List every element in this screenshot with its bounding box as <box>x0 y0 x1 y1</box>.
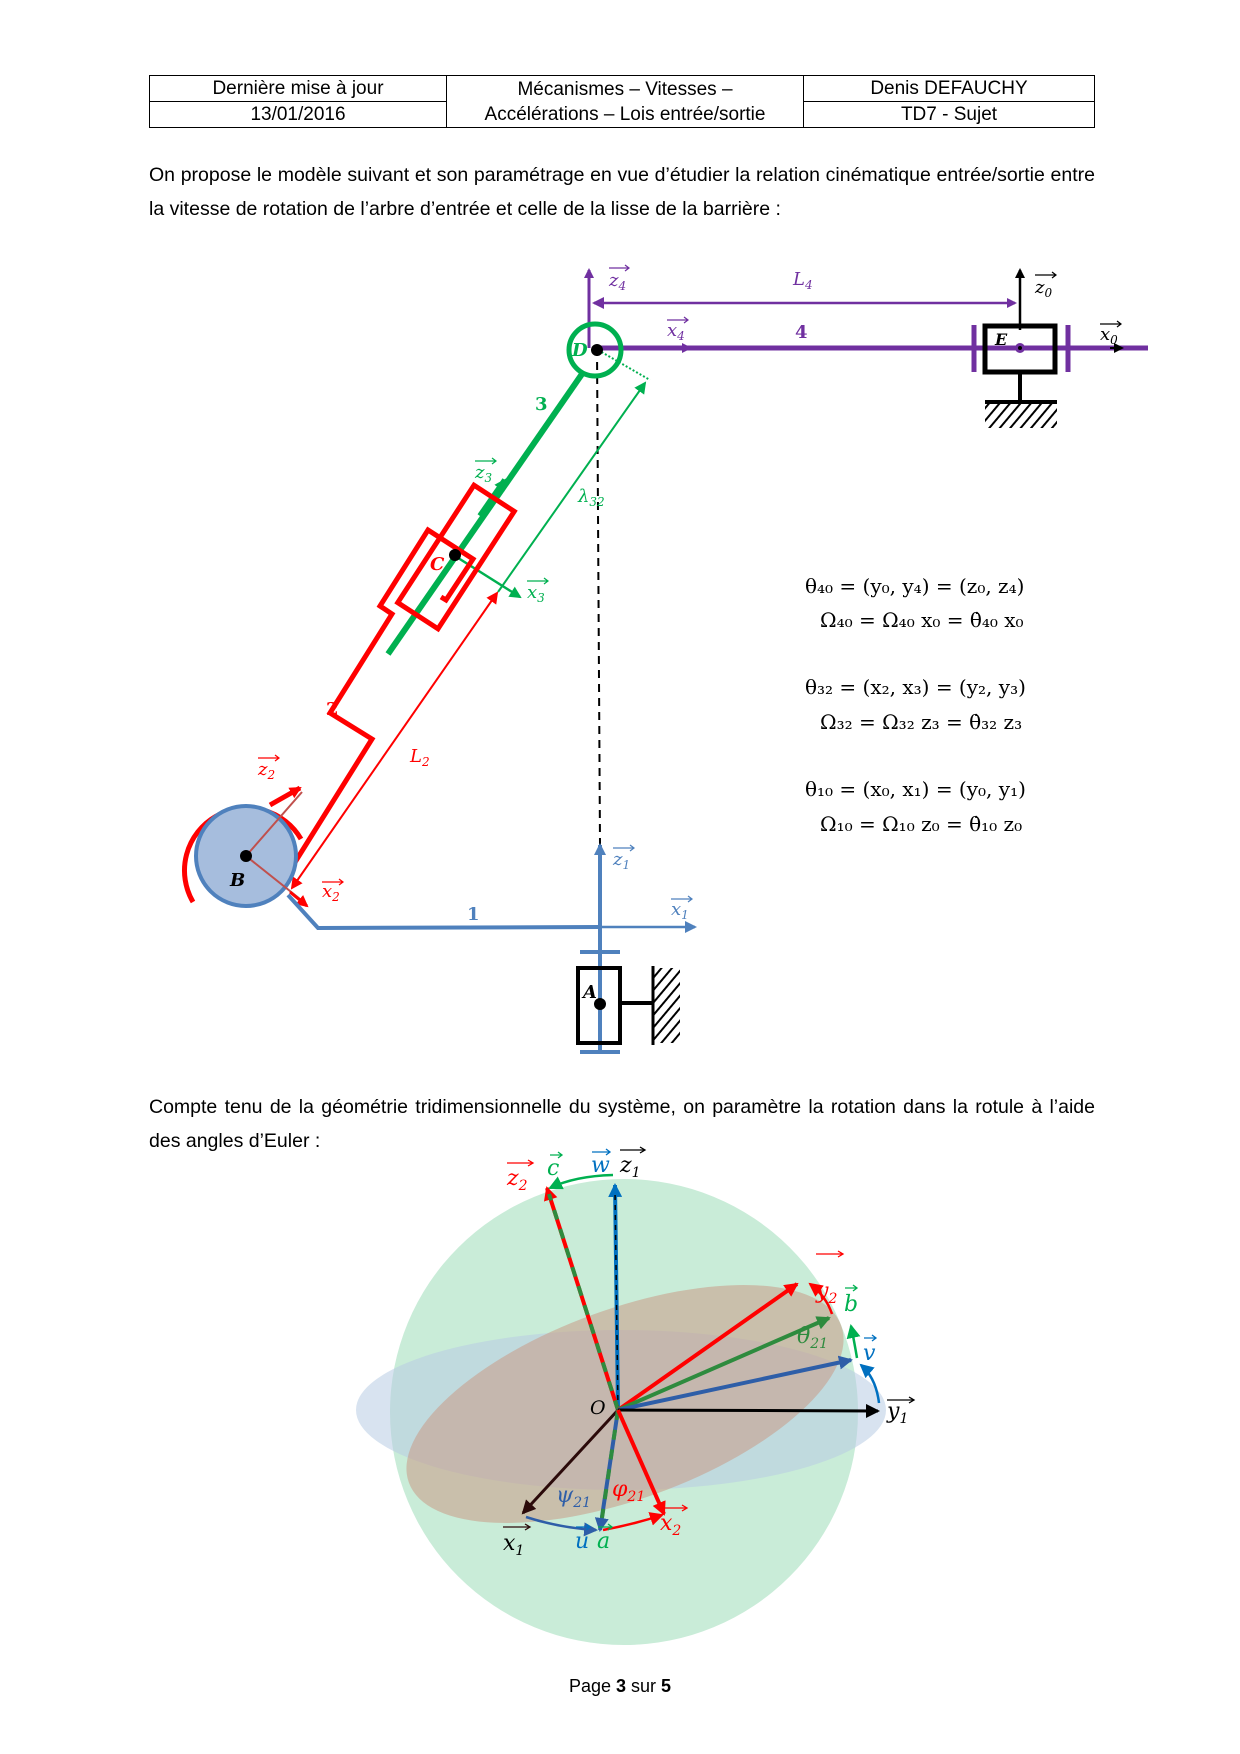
update-date: 13/01/2016 <box>149 101 447 128</box>
z4-label: z4 <box>608 270 626 293</box>
footer-prefix: Page <box>568 1676 616 1696</box>
arc-theta21 <box>846 1324 861 1359</box>
point-A-label: A <box>581 982 597 1003</box>
x2-label: x2 <box>660 1511 681 1539</box>
y2-vector <box>616 1282 799 1412</box>
u-label: u <box>575 1529 589 1554</box>
z1-w-vector <box>608 1183 623 1411</box>
L4-label: L4 <box>792 269 813 292</box>
v-label: v <box>863 1341 876 1366</box>
point-E-label: E <box>994 330 1008 349</box>
plane-x1y1 <box>356 1330 886 1490</box>
a-label: a <box>597 1529 610 1554</box>
eq-omega40: Ω₄₀ = Ω₄₀ x₀ = θ̇₄₀ x₀ <box>820 608 1024 632</box>
b-label: b <box>844 1292 858 1317</box>
doc-title-line1: Mécanismes – Vitesses – <box>517 78 733 100</box>
x1-vector <box>521 1408 620 1515</box>
header-table: Dernière mise à jour Mécanismes – Vitess… <box>149 75 1095 128</box>
spherical-joint-D <box>566 321 624 379</box>
z1-label: z1 <box>612 849 630 872</box>
eq-omega32: Ω₃₂ = Ω₃₂ z₃ = θ̇₃₂ z₃ <box>820 710 1023 734</box>
page-number: 3 <box>616 1676 627 1696</box>
v-vector <box>617 1355 853 1412</box>
intro-paragraph: On propose le modèle suivant et son para… <box>149 164 1095 220</box>
arc-y1-to-v <box>859 1363 881 1404</box>
z3-label: z3 <box>474 462 492 485</box>
psi21-label: ψ21 <box>556 1483 591 1511</box>
plane-x2y2 <box>406 1285 844 1523</box>
z2-c-vector <box>543 1186 620 1411</box>
lambda32-dimension <box>497 381 647 593</box>
part2-slider <box>289 526 477 869</box>
eq-omega10: Ω₁₀ = Ω₁₀ z₀ = θ̇₁₀ z₀ <box>820 812 1023 836</box>
last-update-label: Dernière mise à jour <box>149 75 447 102</box>
arc-psi21 <box>525 1515 598 1537</box>
z2-label: z2 <box>257 759 275 782</box>
z3-arrow <box>477 478 508 518</box>
rotation-arc-B <box>181 805 304 904</box>
part1-frame <box>286 893 601 931</box>
point-C-label: C <box>430 554 445 575</box>
point-B-label: B <box>229 870 245 891</box>
part3-label: 3 <box>535 394 548 415</box>
footer-middle: sur <box>626 1676 662 1696</box>
doc-id: TD7 - Sujet <box>803 101 1095 128</box>
origin-O-label: O <box>590 1397 606 1419</box>
part3-rod <box>385 372 585 656</box>
z2-label: z2 <box>506 1166 528 1194</box>
c-label: c <box>547 1156 559 1181</box>
ground-hatch-A <box>652 968 680 1043</box>
euler-paragraph: Compte tenu de la géométrie tridimension… <box>149 1096 1095 1152</box>
x1-label: x1 <box>503 1531 524 1559</box>
lambda32-label: λ32 <box>577 486 605 509</box>
x0-label: x0 <box>1100 324 1118 347</box>
eq-theta10: θ₁₀ = (x₀, x₁) = (y₀, y₁) <box>805 777 1026 801</box>
x3-label: x3 <box>527 582 545 605</box>
z0-label: z0 <box>1034 277 1052 300</box>
x2-label: x2 <box>322 881 340 904</box>
L2-label: L2 <box>409 746 430 769</box>
x2-axis <box>245 855 306 904</box>
x3-axis <box>454 554 522 599</box>
eq-theta32: θ₃₂ = (x₂, x₃) = (y₂, y₃) <box>805 675 1026 699</box>
doc-title-line2: Accélérations – Lois entrée/sortie <box>484 103 766 125</box>
doc-title: Mécanismes – Vitesses – Accélérations – … <box>446 75 804 128</box>
z2-arrow <box>268 785 302 808</box>
page-total: 5 <box>661 1676 672 1696</box>
unit-sphere <box>390 1179 858 1645</box>
arc-w-to-c <box>548 1173 614 1190</box>
y1-label: y1 <box>886 1399 908 1427</box>
bearing-A <box>576 966 622 1045</box>
x4-label: x4 <box>667 320 685 343</box>
bearing-E <box>982 323 1058 375</box>
theta21-label: θ21 <box>797 1324 828 1352</box>
eq-theta40: θ₄₀ = (y₀, y₄) = (z₀, z₄) <box>805 574 1025 598</box>
u-a-vector <box>594 1409 620 1532</box>
phi21-label: φ21 <box>612 1477 645 1505</box>
L2-dimension <box>290 591 499 890</box>
b-vector <box>617 1316 831 1412</box>
part2-label: 2 <box>326 699 339 720</box>
x1-label: x1 <box>671 899 689 922</box>
arc-phi21 <box>602 1512 664 1532</box>
pivot-B <box>194 804 298 908</box>
part2-housing <box>394 481 518 633</box>
part1-label: 1 <box>467 904 480 925</box>
dashed-axis-line <box>596 347 602 1011</box>
x2-vector <box>616 1409 666 1516</box>
part4-label: 4 <box>795 322 808 343</box>
point-D-label: D <box>571 340 588 361</box>
author: Denis DEFAUCHY <box>803 75 1095 102</box>
y2-label: y2 <box>815 1279 837 1307</box>
page-footer: Page 3 sur 5 <box>0 1676 1240 1697</box>
arc-b-to-y2 <box>808 1282 834 1315</box>
ground-hatch-E <box>985 404 1057 428</box>
y1-vector <box>617 1403 880 1418</box>
